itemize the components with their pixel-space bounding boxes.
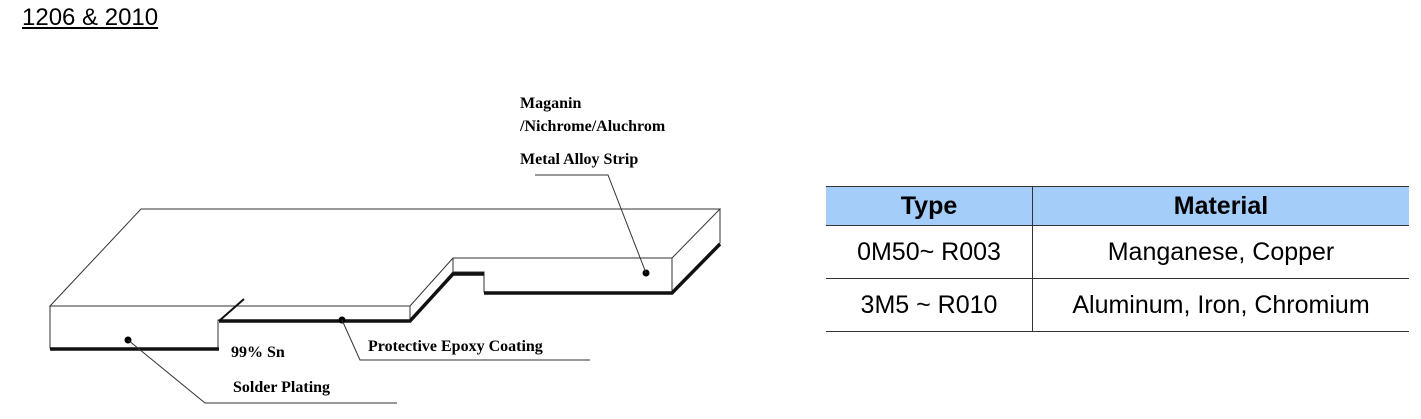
strip-label: Metal Alloy Strip xyxy=(520,151,638,168)
solder-label: Solder Plating xyxy=(233,379,330,396)
alloy-label-2: /Nichrome/Aluchrom xyxy=(519,118,666,135)
section-title: 1206 & 2010 xyxy=(22,4,159,31)
epoxy-label: Protective Epoxy Coating xyxy=(368,338,543,355)
cell-type: 0M50~ R003 xyxy=(826,225,1033,279)
header-type: Type xyxy=(826,186,1033,226)
material-table: Type Material 0M50~ R003 Manganese, Copp… xyxy=(826,186,1409,332)
leader-lines xyxy=(127,174,647,404)
front-face-right xyxy=(453,258,673,293)
alloy-label-1: Maganin xyxy=(520,95,581,112)
step-face xyxy=(409,258,454,322)
coating-lines xyxy=(50,242,722,351)
header-material: Material xyxy=(1032,186,1409,226)
table-row: 0M50~ R003 Manganese, Copper xyxy=(826,225,1409,279)
cell-material: Manganese, Copper xyxy=(1032,225,1409,279)
table-row: 3M5 ~ R010 Aluminum, Iron, Chromium xyxy=(826,278,1409,332)
sn-label: 99% Sn xyxy=(231,344,285,361)
cell-type: 3M5 ~ R010 xyxy=(826,278,1033,332)
cell-material: Aluminum, Iron, Chromium xyxy=(1032,278,1409,332)
table-header-row: Type Material xyxy=(826,186,1409,226)
